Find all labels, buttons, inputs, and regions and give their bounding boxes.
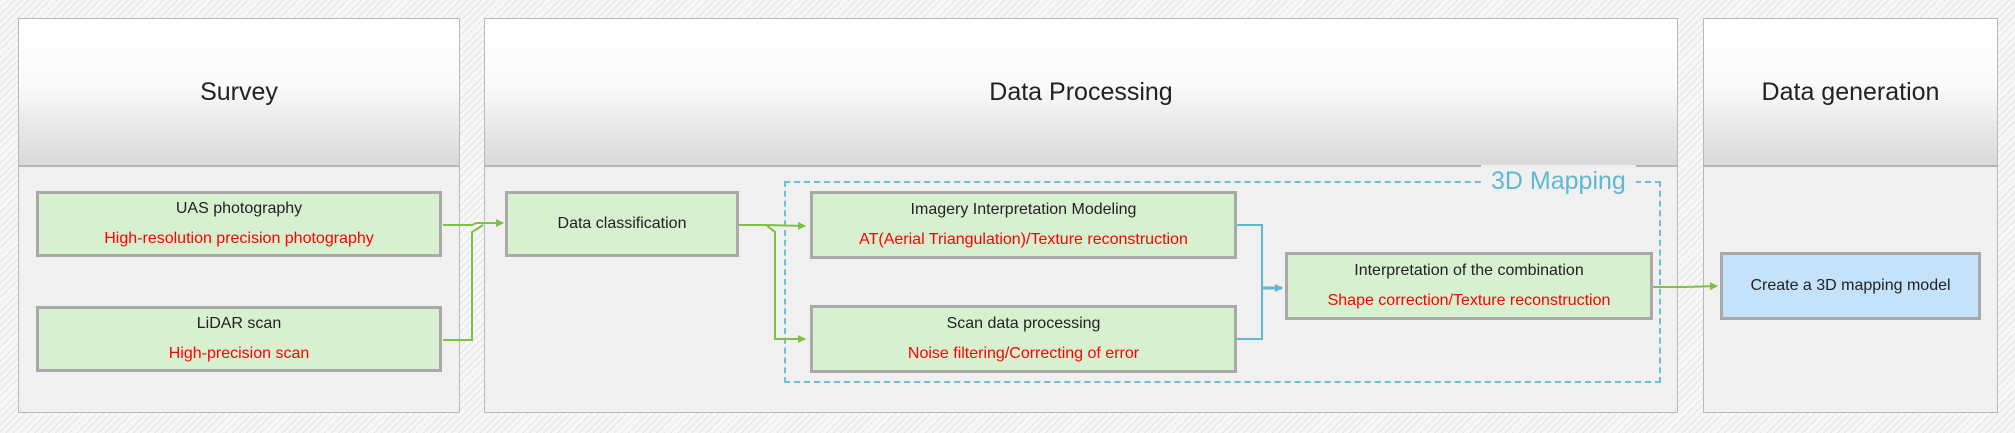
data-processing-header: Data Processing xyxy=(485,19,1677,167)
imagery-interpretation-title: Imagery Interpretation Modeling xyxy=(910,201,1137,218)
lidar-scan-subtitle: High-precision scan xyxy=(168,345,310,362)
uas-photography-node: UAS photography High-resolution precisio… xyxy=(36,191,442,257)
lidar-scan-title: LiDAR scan xyxy=(196,315,282,332)
data-classification-title: Data classification xyxy=(557,215,687,232)
arrow-lidar-to-classification xyxy=(443,224,484,341)
arrow-imagery-to-combination xyxy=(1237,224,1263,288)
uas-photography-subtitle: High-resolution precision photography xyxy=(104,230,374,247)
data-generation-header: Data generation xyxy=(1704,19,1997,167)
lidar-scan-node: LiDAR scan High-precision scan xyxy=(36,306,442,372)
arrow-uas-to-classification xyxy=(443,219,504,227)
scan-data-processing-node: Scan data processing Noise filtering/Cor… xyxy=(810,305,1237,373)
imagery-interpretation-subtitle: AT(Aerial Triangulation)/Texture reconst… xyxy=(859,231,1188,248)
data-generation-panel: Data generation xyxy=(1703,18,1998,413)
interpretation-combination-subtitle: Shape correction/Texture reconstruction xyxy=(1327,292,1611,309)
arrow-classification-to-imagery xyxy=(739,221,806,230)
scan-data-processing-subtitle: Noise filtering/Correcting of error xyxy=(907,345,1140,362)
3d-mapping-label: 3D Mapping xyxy=(1481,165,1636,197)
arrow-combination-to-model xyxy=(1653,282,1718,291)
create-3d-model-title: Create a 3D mapping model xyxy=(1750,277,1951,294)
uas-photography-title: UAS photography xyxy=(175,200,303,217)
imagery-interpretation-node: Imagery Interpretation Modeling AT(Aeria… xyxy=(810,191,1237,259)
data-classification-node: Data classification xyxy=(505,191,739,257)
interpretation-combination-node: Interpretation of the combination Shape … xyxy=(1285,252,1653,320)
arrow-scan-to-combination xyxy=(1237,288,1263,340)
survey-header: Survey xyxy=(19,19,459,167)
interpretation-combination-title: Interpretation of the combination xyxy=(1354,262,1584,279)
arrow-classification-to-scan xyxy=(765,224,806,343)
scan-data-processing-title: Scan data processing xyxy=(946,315,1101,332)
create-3d-model-node: Create a 3D mapping model xyxy=(1720,252,1981,320)
3d-mapping-group xyxy=(784,181,1661,383)
